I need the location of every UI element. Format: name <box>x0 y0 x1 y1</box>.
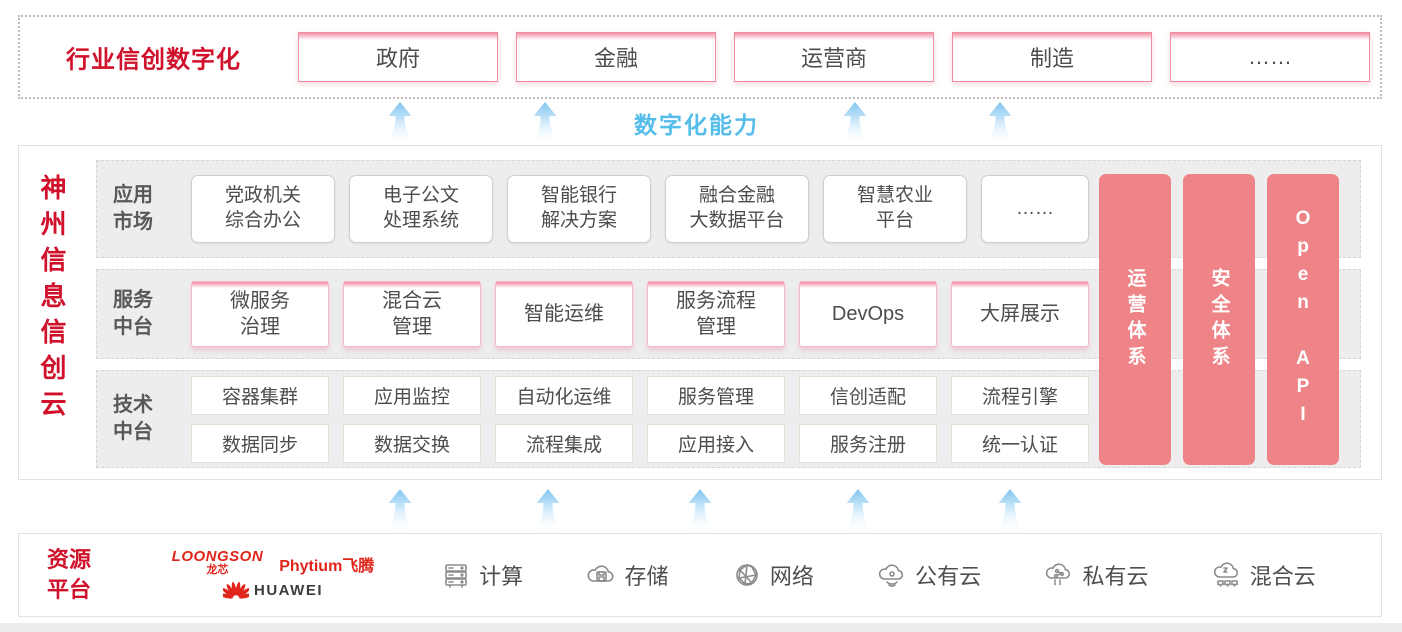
service-item: 服务流程 管理 <box>647 281 785 347</box>
side-bar-security-system: 安全体系 <box>1183 174 1255 465</box>
cloud-platform-section: 神州信息信创云 应用 市场 党政机关 综合办公 电子公文 处理系统 智能银行 解… <box>18 145 1382 480</box>
tech-item: 服务管理 <box>647 375 785 415</box>
app-item: 智慧农业 平台 <box>823 175 967 243</box>
private-cloud-icon <box>1046 563 1071 586</box>
capability-label: 数字化能力 <box>634 112 759 138</box>
resource-platform-title: 资源 平台 <box>47 547 92 602</box>
industry-item-ellipsis: …… <box>1170 32 1370 82</box>
network-globe-icon <box>736 564 758 586</box>
app-market-row: 应用 市场 党政机关 综合办公 电子公文 处理系统 智能银行 解决方案 融合金融… <box>96 160 1361 258</box>
tech-platform-label: 技术 中台 <box>113 394 153 443</box>
app-item: 智能银行 解决方案 <box>507 175 651 243</box>
service-item: 混合云 管理 <box>343 281 481 347</box>
tech-item: 流程引擎 <box>951 375 1089 415</box>
vendor-logos: LOONGSON 龙芯 Phytium飞腾 <box>143 549 403 601</box>
server-icon <box>445 564 467 588</box>
resource-platform-section: 资源 平台 LOONGSON 龙芯 Phytium飞腾 <box>18 533 1382 617</box>
industry-items: 政府 金融 运营商 制造 …… <box>298 32 1370 82</box>
industry-item-manufacturing: 制造 <box>952 32 1152 82</box>
tech-platform-row: 技术 中台 容器集群 应用监控 自动化运维 服务管理 信创适配 流程引擎 数据同… <box>96 370 1361 468</box>
side-bar-open-api: Open API <box>1267 174 1339 465</box>
app-market-items: 党政机关 综合办公 电子公文 处理系统 智能银行 解决方案 融合金融 大数据平台… <box>191 175 1089 243</box>
up-arrow-icon <box>533 102 557 144</box>
resource-item-hybrid-cloud: 混合云 <box>1211 559 1316 591</box>
tech-platform-items: 容器集群 应用监控 自动化运维 服务管理 信创适配 流程引擎 数据同步 数据交换… <box>191 375 1089 463</box>
side-bar-operation-system: 运营体系 <box>1099 174 1171 465</box>
tech-item: 自动化运维 <box>495 375 633 415</box>
app-item-ellipsis: …… <box>981 175 1089 243</box>
resource-item-label: 公有云 <box>915 564 982 589</box>
resource-item-private-cloud: 私有云 <box>1043 559 1148 591</box>
industry-section-title: 行业信创数字化 <box>66 46 241 74</box>
service-item: DevOps <box>799 281 937 347</box>
tech-item: 应用接入 <box>647 423 785 463</box>
service-platform-row: 服务 中台 微服务 治理 混合云 管理 智能运维 服务流程 管理 DevOps … <box>96 269 1361 359</box>
app-item: 党政机关 综合办公 <box>191 175 335 243</box>
service-platform-label: 服务 中台 <box>113 289 153 338</box>
service-item: 大屏展示 <box>951 281 1089 347</box>
industry-item-operator: 运营商 <box>734 32 934 82</box>
hybrid-cloud-icon <box>1213 562 1238 587</box>
resource-item-storage: 存储 <box>585 559 669 591</box>
up-arrow-icon <box>688 489 712 531</box>
service-item: 微服务 治理 <box>191 281 329 347</box>
resource-item-compute: 计算 <box>440 559 523 591</box>
loongson-cn-label: 龙芯 <box>206 564 229 576</box>
huawei-logo: HUAWEI <box>223 579 323 601</box>
public-cloud-icon <box>879 564 904 587</box>
side-bar-label: 安全体系 <box>1208 267 1230 372</box>
resource-item-label: 存储 <box>624 564 669 589</box>
app-item: 融合金融 大数据平台 <box>665 175 809 243</box>
resource-item-label: 私有云 <box>1082 564 1149 589</box>
up-arrow-icon <box>843 102 867 144</box>
side-bar-label: 运营体系 <box>1124 267 1146 372</box>
up-arrow-icon <box>388 489 412 531</box>
tech-item: 信创适配 <box>799 375 937 415</box>
tech-item: 应用监控 <box>343 375 481 415</box>
service-platform-items: 微服务 治理 混合云 管理 智能运维 服务流程 管理 DevOps 大屏展示 <box>191 281 1089 347</box>
resource-item-label: 网络 <box>769 564 814 589</box>
industry-item-government: 政府 <box>298 32 498 82</box>
footer-strip <box>0 623 1402 632</box>
tech-row-2: 数据同步 数据交换 流程集成 应用接入 服务注册 统一认证 <box>191 423 1089 463</box>
app-market-label: 应用 市场 <box>113 184 153 233</box>
tech-item: 服务注册 <box>799 423 937 463</box>
loongson-logo: LOONGSON 龙芯 <box>172 549 264 576</box>
tech-item: 容器集群 <box>191 375 329 415</box>
side-bar-label: Open API <box>1292 207 1314 432</box>
tech-row-1: 容器集群 应用监控 自动化运维 服务管理 信创适配 流程引擎 <box>191 375 1089 415</box>
cloud-platform-title: 神州信息信创云 <box>37 174 67 426</box>
tech-item: 数据同步 <box>191 423 329 463</box>
resource-item-label: 计算 <box>479 564 524 589</box>
service-item: 智能运维 <box>495 281 633 347</box>
phytium-logo: Phytium飞腾 <box>279 558 375 575</box>
up-arrow-icon <box>988 102 1012 144</box>
huawei-flower-icon <box>223 581 249 599</box>
up-arrow-icon <box>846 489 870 531</box>
vendor-row-1: LOONGSON 龙芯 Phytium飞腾 <box>172 549 375 576</box>
up-arrow-icon <box>998 489 1022 531</box>
storage-cloud-icon <box>587 565 614 582</box>
resource-items: 计算 存储 网络 <box>403 559 1381 591</box>
resource-item-public-cloud: 公有云 <box>876 559 981 591</box>
app-item: 电子公文 处理系统 <box>349 175 493 243</box>
resource-item-network: 网络 <box>731 559 814 591</box>
up-arrow-icon <box>388 102 412 144</box>
loongson-wordmark: LOONGSON <box>171 548 264 565</box>
tech-item: 统一认证 <box>951 423 1089 463</box>
industry-item-finance: 金融 <box>516 32 716 82</box>
resource-item-label: 混合云 <box>1249 564 1316 589</box>
tech-item: 流程集成 <box>495 423 633 463</box>
tech-item: 数据交换 <box>343 423 481 463</box>
industry-section: 行业信创数字化 政府 金融 运营商 制造 …… <box>18 15 1382 99</box>
up-arrow-icon <box>536 489 560 531</box>
huawei-wordmark: HUAWEI <box>254 581 323 599</box>
